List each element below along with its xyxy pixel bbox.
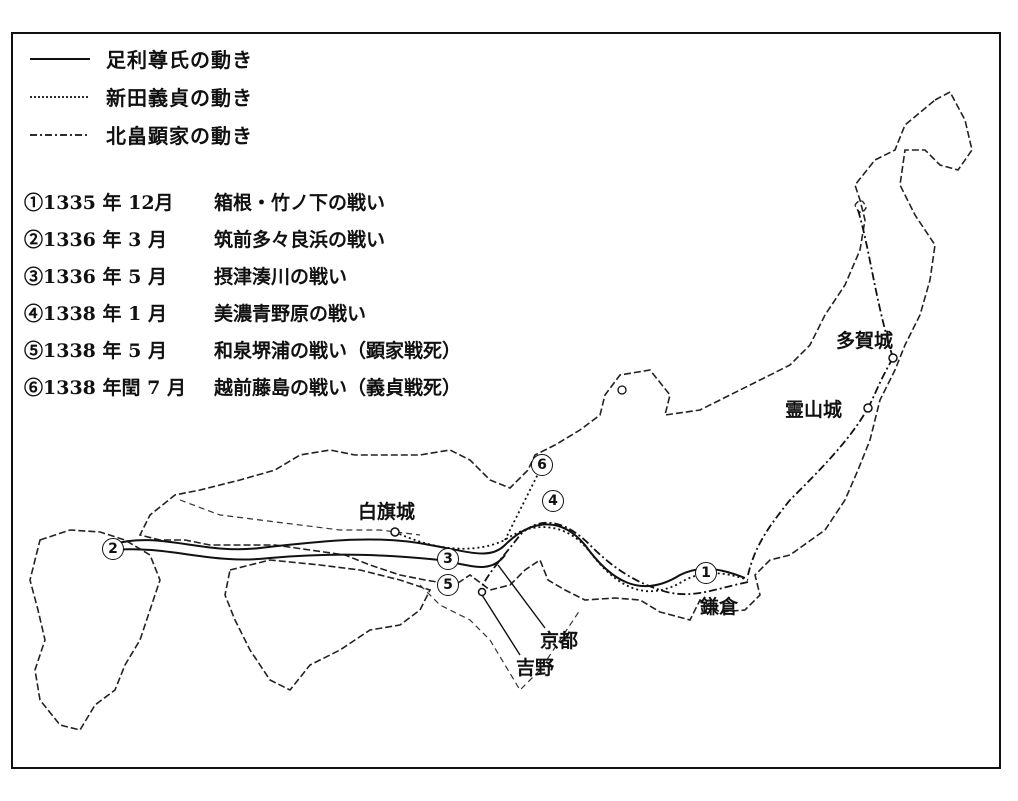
legend-item-takauji: 足利尊氏の動き — [30, 44, 253, 73]
battle-row-5: ⑤1338 年 5 月 和泉堺浦の戦い（顕家戦死） — [24, 336, 461, 363]
place-label-taga-castle: 多賀城 — [836, 330, 894, 352]
battle-name: 摂津湊川の戦い — [214, 266, 348, 288]
battle-row-6: ⑥1338 年閏 7 月 越前藤島の戦い（義貞戦死） — [24, 373, 461, 400]
taga-castle-dot — [888, 353, 898, 363]
battle-marker-2: 2 — [102, 538, 124, 560]
route-kitabatake-akiie — [479, 209, 894, 596]
battle-marker-3: 3 — [437, 548, 459, 570]
place-label-kamakura: 鎌倉 — [700, 596, 739, 618]
battle-date: ③1336 年 5 月 — [24, 266, 167, 288]
legend-label: 新田義貞の動き — [106, 86, 253, 110]
shikoku-coastline — [224, 559, 432, 692]
solid-line-swatch — [30, 57, 90, 60]
legend-label: 北畠顕家の動き — [106, 124, 253, 148]
kyushu-coastline — [29, 529, 161, 731]
battle-marker-1: 1 — [695, 562, 717, 584]
lake-dot — [617, 385, 627, 395]
battle-marker-5: 5 — [437, 574, 459, 596]
battle-row-2: ②1336 年 3 月 筑前多々良浜の戦い — [24, 225, 385, 252]
battle-date: ①1335 年 12月 — [24, 192, 174, 214]
route-ashikaga-takauji — [109, 523, 746, 588]
battle-date: ⑥1338 年閏 7 月 — [24, 377, 186, 399]
legend-item-akiie: 北畠顕家の動き — [30, 120, 253, 149]
battle-date: ⑤1338 年 5 月 — [24, 340, 167, 362]
place-label-ryozen-castle: 霊山城 — [785, 399, 843, 421]
battle-name: 美濃青野原の戦い — [214, 303, 367, 325]
legend-label: 足利尊氏の動き — [106, 48, 253, 72]
battle-name: 和泉堺浦の戦い（顕家戦死） — [214, 340, 462, 362]
battle-row-3: ③1336 年 5 月 摂津湊川の戦い — [24, 262, 347, 289]
place-label-shirahata-castle: 白旗城 — [358, 501, 416, 523]
battle-row-1: ①1335 年 12月 箱根・竹ノ下の戦い — [24, 188, 385, 215]
battle-date: ④1338 年 1 月 — [24, 303, 167, 325]
battle-name: 箱根・竹ノ下の戦い — [214, 192, 386, 214]
battle-name: 筑前多々良浜の戦い — [214, 229, 386, 251]
shirahata-castle-dot — [390, 527, 400, 537]
battle-marker-4: 4 — [542, 490, 564, 512]
map-frame — [11, 32, 1001, 769]
yoshino-dot — [477, 587, 487, 597]
dash-dot-line-swatch — [30, 133, 90, 136]
honshu-coastline — [138, 90, 973, 621]
legend-item-yoshisada: 新田義貞の動き — [30, 82, 253, 111]
battle-row-4: ④1338 年 1 月 美濃青野原の戦い — [24, 299, 366, 326]
place-label-kyoto: 京都 — [540, 630, 579, 652]
place-label-yoshino: 吉野 — [516, 657, 555, 679]
ryozen-castle-dot — [863, 403, 873, 413]
dotted-line-swatch — [30, 95, 90, 98]
battle-date: ②1336 年 3 月 — [24, 229, 167, 251]
battle-name: 越前藤島の戦い（義貞戦死） — [214, 377, 462, 399]
battle-marker-6: 6 — [531, 454, 553, 476]
